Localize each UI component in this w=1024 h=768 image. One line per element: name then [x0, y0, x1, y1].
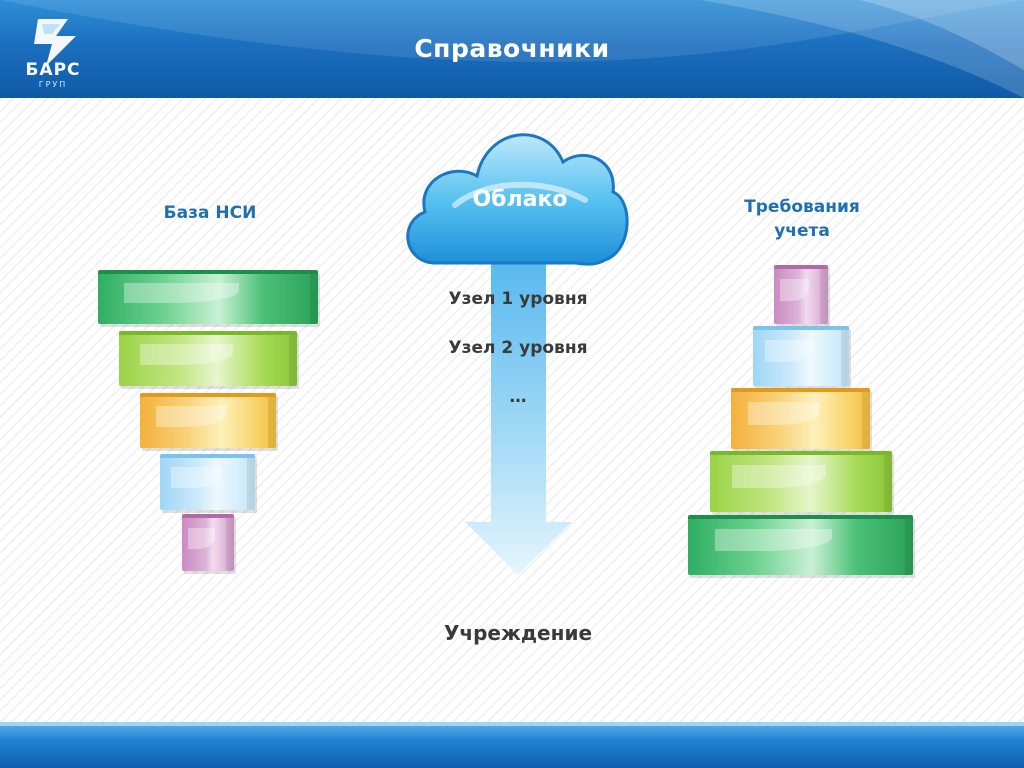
- footer-band: [0, 722, 1024, 768]
- left-heading: База НСИ: [163, 203, 257, 223]
- level-1-label: Узел 1 уровня: [448, 289, 588, 309]
- right-bar-1: [774, 265, 828, 324]
- level-2-label: Узел 2 уровня: [448, 338, 588, 358]
- logo-subtext: ГРУП: [38, 80, 68, 89]
- right-heading-line-2: учета: [774, 221, 830, 241]
- right-bar-3: [731, 388, 870, 449]
- header-wave-decoration: [0, 0, 1024, 98]
- left-bar-2: [119, 331, 297, 386]
- page-title: Справочники: [414, 34, 610, 63]
- ellipsis-label: …: [509, 387, 527, 407]
- right-bar-2: [753, 326, 849, 386]
- down-arrow-icon: [465, 260, 572, 575]
- right-bar-5: [688, 515, 913, 575]
- logo-text: БАРС: [25, 60, 81, 80]
- bars-logo-icon: [34, 19, 76, 66]
- left-bar-4: [160, 454, 255, 510]
- header-band: БАРС ГРУП Справочники: [0, 0, 1024, 98]
- left-bar-1: [98, 270, 318, 324]
- cloud-icon: [406, 133, 629, 266]
- left-bar-3: [140, 393, 276, 448]
- right-heading-line-1: Требования: [744, 197, 860, 217]
- left-bar-5: [182, 514, 234, 571]
- institution-label: Учреждение: [443, 621, 593, 645]
- cloud-label: Облако: [472, 187, 568, 212]
- cloud-arrow-graphic: [406, 133, 629, 575]
- right-bar-4: [710, 451, 892, 512]
